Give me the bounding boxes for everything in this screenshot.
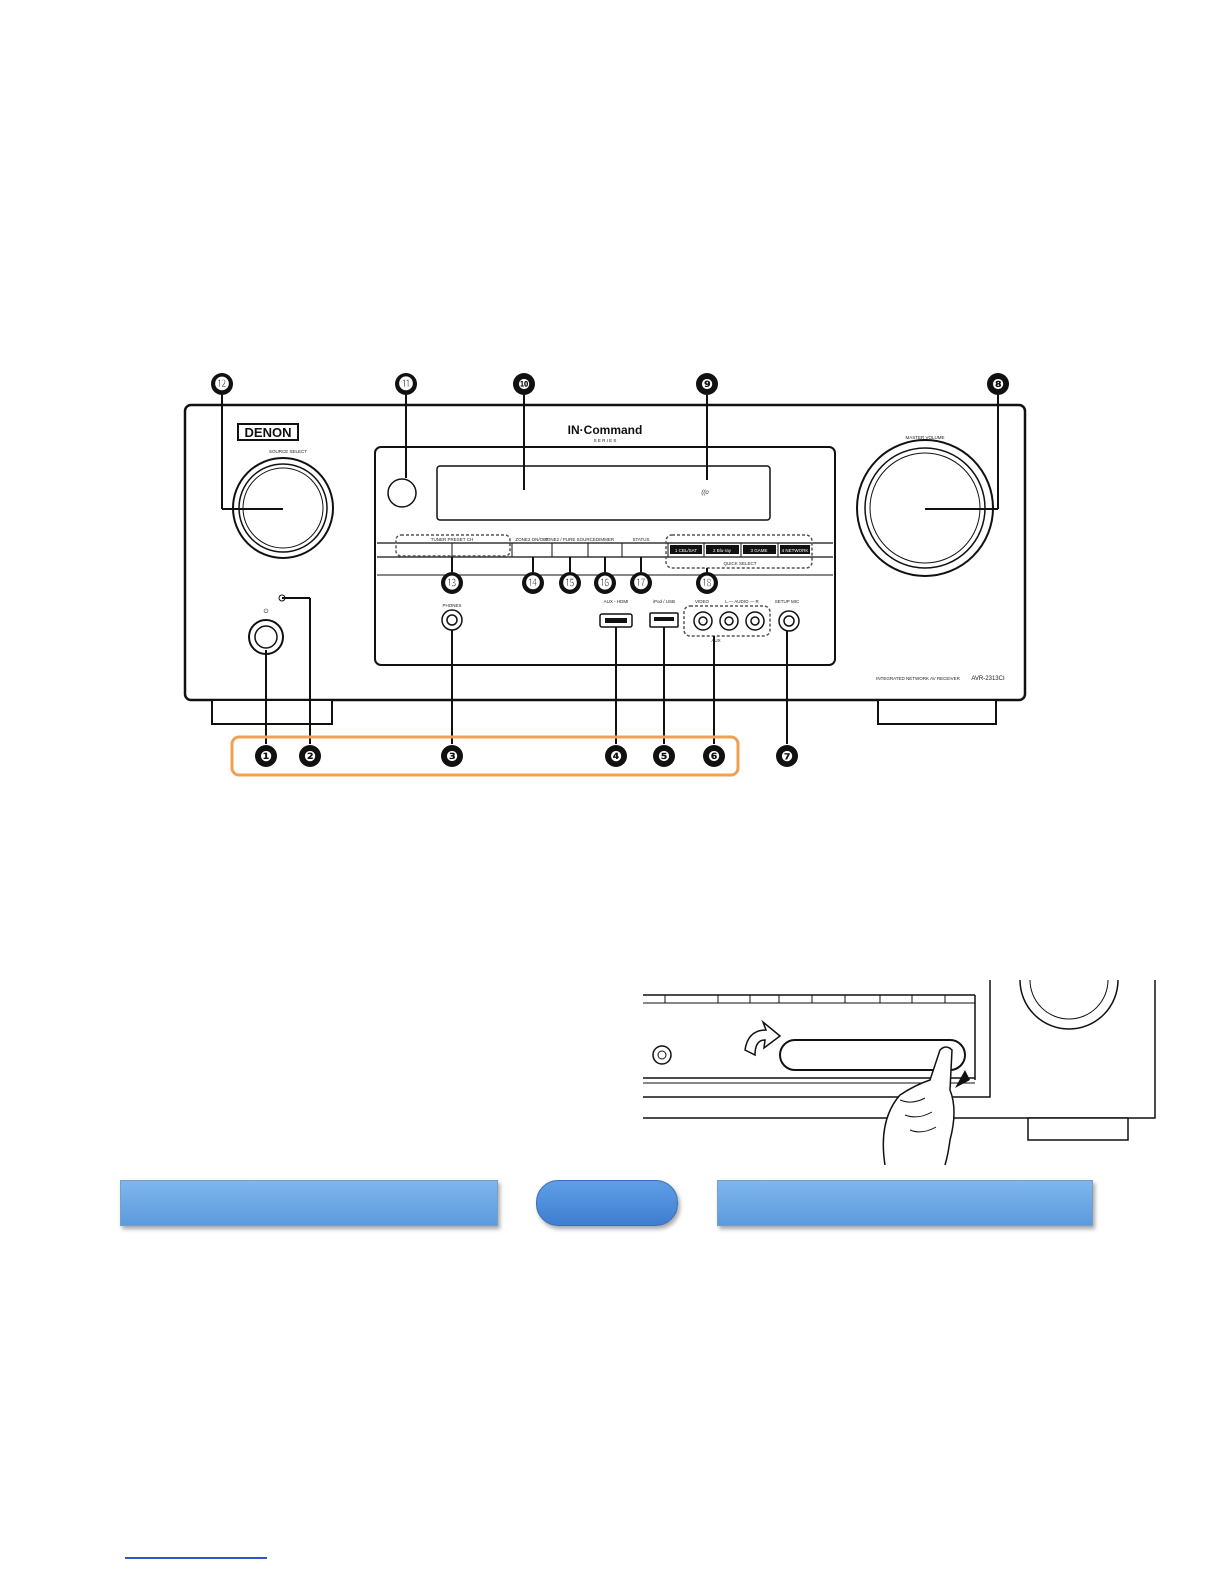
quick-select-group-outline	[665, 534, 813, 569]
callout-6: ❻	[703, 745, 725, 767]
callout-8: ❽	[987, 373, 1009, 395]
zone2-source-label: ZONE2 / PURE SOURCE	[544, 537, 596, 542]
series-logo-sub: S E R I E S	[594, 438, 617, 443]
hdmi-port[interactable]	[599, 613, 633, 628]
zone2-source-button[interactable]	[552, 544, 588, 556]
callout-4: ❹	[605, 745, 627, 767]
callout-10: ❿	[513, 373, 535, 395]
callout-14: ⓮	[522, 572, 544, 594]
aux-label: AUX	[711, 638, 720, 643]
quick-select-2-button[interactable]	[706, 545, 739, 554]
model-text: INTEGRATED NETWORK AV RECEIVER	[876, 676, 961, 681]
quick-select-3-button[interactable]	[743, 545, 776, 554]
svg-text:⓰: ⓰	[598, 575, 612, 592]
source-select-label: SOURCE SELECT	[269, 449, 307, 454]
svg-text:❼: ❼	[781, 749, 793, 765]
aux-av-group-outline	[683, 605, 771, 637]
status-label: STATUS	[632, 537, 649, 542]
tuner-preset-minus-button[interactable]	[398, 544, 452, 556]
setup-mic-label: SETUP MIC	[775, 599, 800, 604]
tuner-preset-plus-button[interactable]	[452, 544, 508, 556]
brand-logo: DENON	[237, 423, 299, 441]
usb-port[interactable]	[649, 612, 679, 628]
power-button[interactable]	[248, 619, 284, 655]
callout-2: ❷	[299, 745, 321, 767]
phones-jack[interactable]	[441, 609, 463, 631]
quick-select-2-label: 2 Blu-ray	[713, 548, 732, 553]
master-volume-label: MASTER VOLUME	[905, 435, 944, 440]
callout-12: ⓬	[211, 373, 233, 395]
model-name: AVR-2313CI	[971, 676, 1005, 682]
video-jack[interactable]	[693, 611, 713, 631]
svg-text:❺: ❺	[658, 749, 670, 765]
door-open-illustration	[643, 979, 1156, 1166]
svg-text:⓬: ⓬	[215, 376, 229, 393]
audio-label: L — AUDIO — R	[725, 599, 759, 604]
callout-3: ❸	[441, 745, 463, 767]
callout-15: ⓯	[559, 572, 581, 594]
callout-17: ⓱	[630, 572, 652, 594]
svg-text:⓫: ⓫	[399, 376, 413, 393]
zone2-onoff-button[interactable]	[512, 544, 552, 556]
quick-select-label: QUICK SELECT	[723, 561, 756, 566]
video-label: VIDEO	[695, 599, 710, 604]
callout-9: ❾	[696, 373, 718, 395]
svg-text:❹: ❹	[610, 749, 622, 765]
receiver-body: ((o	[183, 403, 1027, 725]
svg-text:❾: ❾	[701, 377, 713, 393]
svg-text:⓭: ⓭	[445, 575, 459, 592]
svg-text:((o: ((o	[701, 490, 709, 496]
tuner-preset-group-outline	[395, 534, 511, 557]
status-button[interactable]	[622, 544, 668, 556]
svg-text:⓮: ⓮	[526, 575, 540, 592]
svg-text:❷: ❷	[304, 749, 316, 765]
zone2-label: ZONE2 ON/OFF	[515, 537, 549, 542]
quick-select-4-button[interactable]	[780, 545, 810, 554]
footnote-rule	[125, 1557, 267, 1559]
phones-label: PHONES	[442, 603, 461, 608]
previous-page-bar[interactable]	[120, 1180, 498, 1226]
callout-7: ❼	[776, 745, 798, 767]
callout-18: ⓲	[696, 572, 718, 594]
quick-select-1-button[interactable]	[670, 545, 702, 554]
svg-text:⓲: ⓲	[700, 575, 714, 592]
ipod-usb-label: iPod / USB	[653, 599, 675, 604]
audio-left-jack[interactable]	[719, 611, 739, 631]
front-jacks-highlight-box	[230, 735, 740, 777]
callout-leader-lines	[221, 395, 999, 744]
audio-right-jack[interactable]	[745, 611, 765, 631]
tuner-preset-label: TUNER PRESET CH	[431, 537, 473, 542]
callout-1: ❶	[255, 745, 277, 767]
next-page-bar[interactable]	[717, 1180, 1093, 1226]
callout-numbers: ⓬ ⓫ ❿ ❾ ❽ ⓭ ⓮ ⓯ ⓰ ⓱ ⓲ ❶ ❷ ❸ ❹ ❺ ❻ ❼	[211, 373, 1009, 767]
svg-text:❸: ❸	[446, 749, 458, 765]
svg-text:❿: ❿	[518, 377, 530, 393]
home-pill-button[interactable]	[536, 1180, 678, 1226]
brand-name: DENON	[245, 425, 292, 440]
callout-13: ⓭	[441, 572, 463, 594]
callout-5: ❺	[653, 745, 675, 767]
callout-16: ⓰	[594, 572, 616, 594]
svg-text:❶: ❶	[260, 749, 272, 765]
dimmer-label: DIMMER	[596, 537, 615, 542]
setup-mic-jack[interactable]	[778, 610, 800, 632]
dimmer-button[interactable]	[588, 544, 622, 556]
standby-symbol: ⏻	[264, 608, 269, 615]
quick-select-buttons: 1 CBL/SAT 2 Blu-ray 3 GAME 4 NETWORK	[670, 545, 810, 554]
series-logo: IN·Command	[568, 423, 643, 437]
callout-11: ⓫	[395, 373, 417, 395]
svg-text:⓯: ⓯	[563, 575, 577, 592]
quick-select-4-label: 4 NETWORK	[782, 548, 809, 553]
svg-text:❽: ❽	[992, 377, 1004, 393]
svg-text:⓱: ⓱	[634, 575, 648, 592]
quick-select-1-label: 1 CBL/SAT	[675, 548, 697, 553]
svg-text:❻: ❻	[708, 749, 720, 765]
aux-hdmi-label: AUX - HDMI	[604, 599, 629, 604]
quick-select-3-label: 3 GAME	[750, 548, 767, 553]
